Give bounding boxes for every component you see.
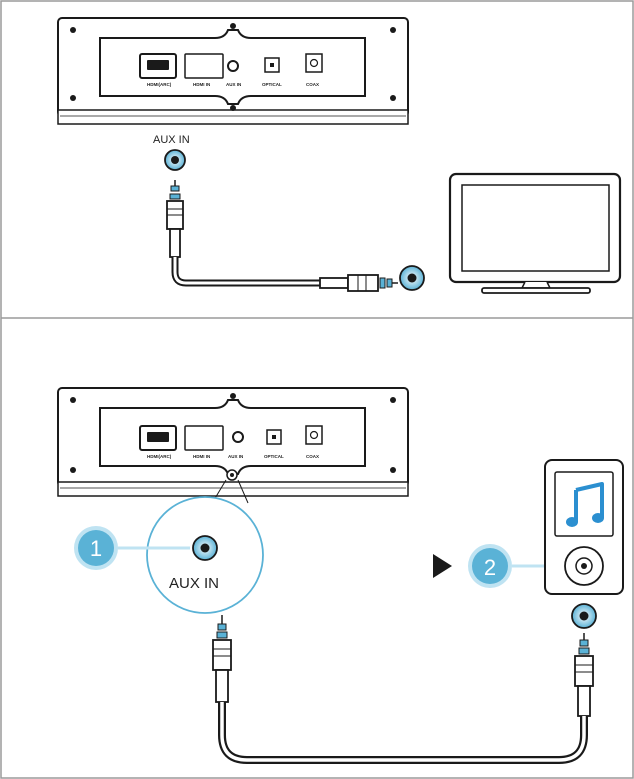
- port-label-coax: COAX: [306, 454, 319, 459]
- tv-icon: [448, 172, 622, 294]
- cable-top: [171, 257, 320, 287]
- soundbar-rear-bottom: HDMI(ARC) HDMI IN AUX IN OPTICAL COAX: [57, 387, 409, 497]
- aux-in-port: [232, 431, 244, 443]
- port-label-hdmi-in: HDMI IN: [193, 454, 210, 459]
- top-panel: HDMI(ARC) HDMI IN AUX IN OPTICAL COAX AU…: [57, 17, 622, 294]
- aux-in-label-bottom: AUX IN: [169, 575, 219, 592]
- zoom-callout: AUX IN: [146, 479, 264, 614]
- audio-plug-right-bottom: [574, 633, 594, 717]
- port-label-hdmi-arc: HDMI(ARC): [147, 82, 172, 87]
- audio-plug-left-bottom: [212, 615, 232, 703]
- audio-plug-horizontal-top: [319, 274, 398, 292]
- media-player-icon: [544, 459, 624, 595]
- port-label-aux-in: AUX IN: [226, 82, 241, 87]
- port-label-optical: OPTICAL: [262, 82, 282, 87]
- step-2-badge: 2: [468, 544, 568, 588]
- port-label-aux-in: AUX IN: [228, 454, 243, 459]
- port-label-hdmi-arc: HDMI(ARC): [147, 454, 172, 459]
- port-label-optical: OPTICAL: [264, 454, 284, 459]
- cable-bottom: [218, 702, 588, 764]
- play-arrow-icon: [433, 554, 452, 578]
- step-2-number: 2: [484, 555, 496, 580]
- audio-plug-vertical-top: [166, 180, 184, 258]
- port-label-coax: COAX: [306, 82, 319, 87]
- aux-in-label-top: AUX IN: [153, 134, 190, 146]
- bottom-panel: HDMI(ARC) HDMI IN AUX IN OPTICAL COAX AU…: [57, 387, 624, 764]
- hdmi-in-port: [184, 425, 224, 451]
- port-label-hdmi-in: HDMI IN: [193, 82, 210, 87]
- step-1-badge: 1: [74, 526, 190, 570]
- aux-in-port: [227, 60, 239, 72]
- soundbar-rear-top: HDMI(ARC) HDMI IN AUX IN OPTICAL COAX: [57, 17, 409, 125]
- music-note-icon: [566, 482, 604, 527]
- step-1-number: 1: [90, 536, 102, 561]
- hdmi-in-port: [184, 53, 224, 79]
